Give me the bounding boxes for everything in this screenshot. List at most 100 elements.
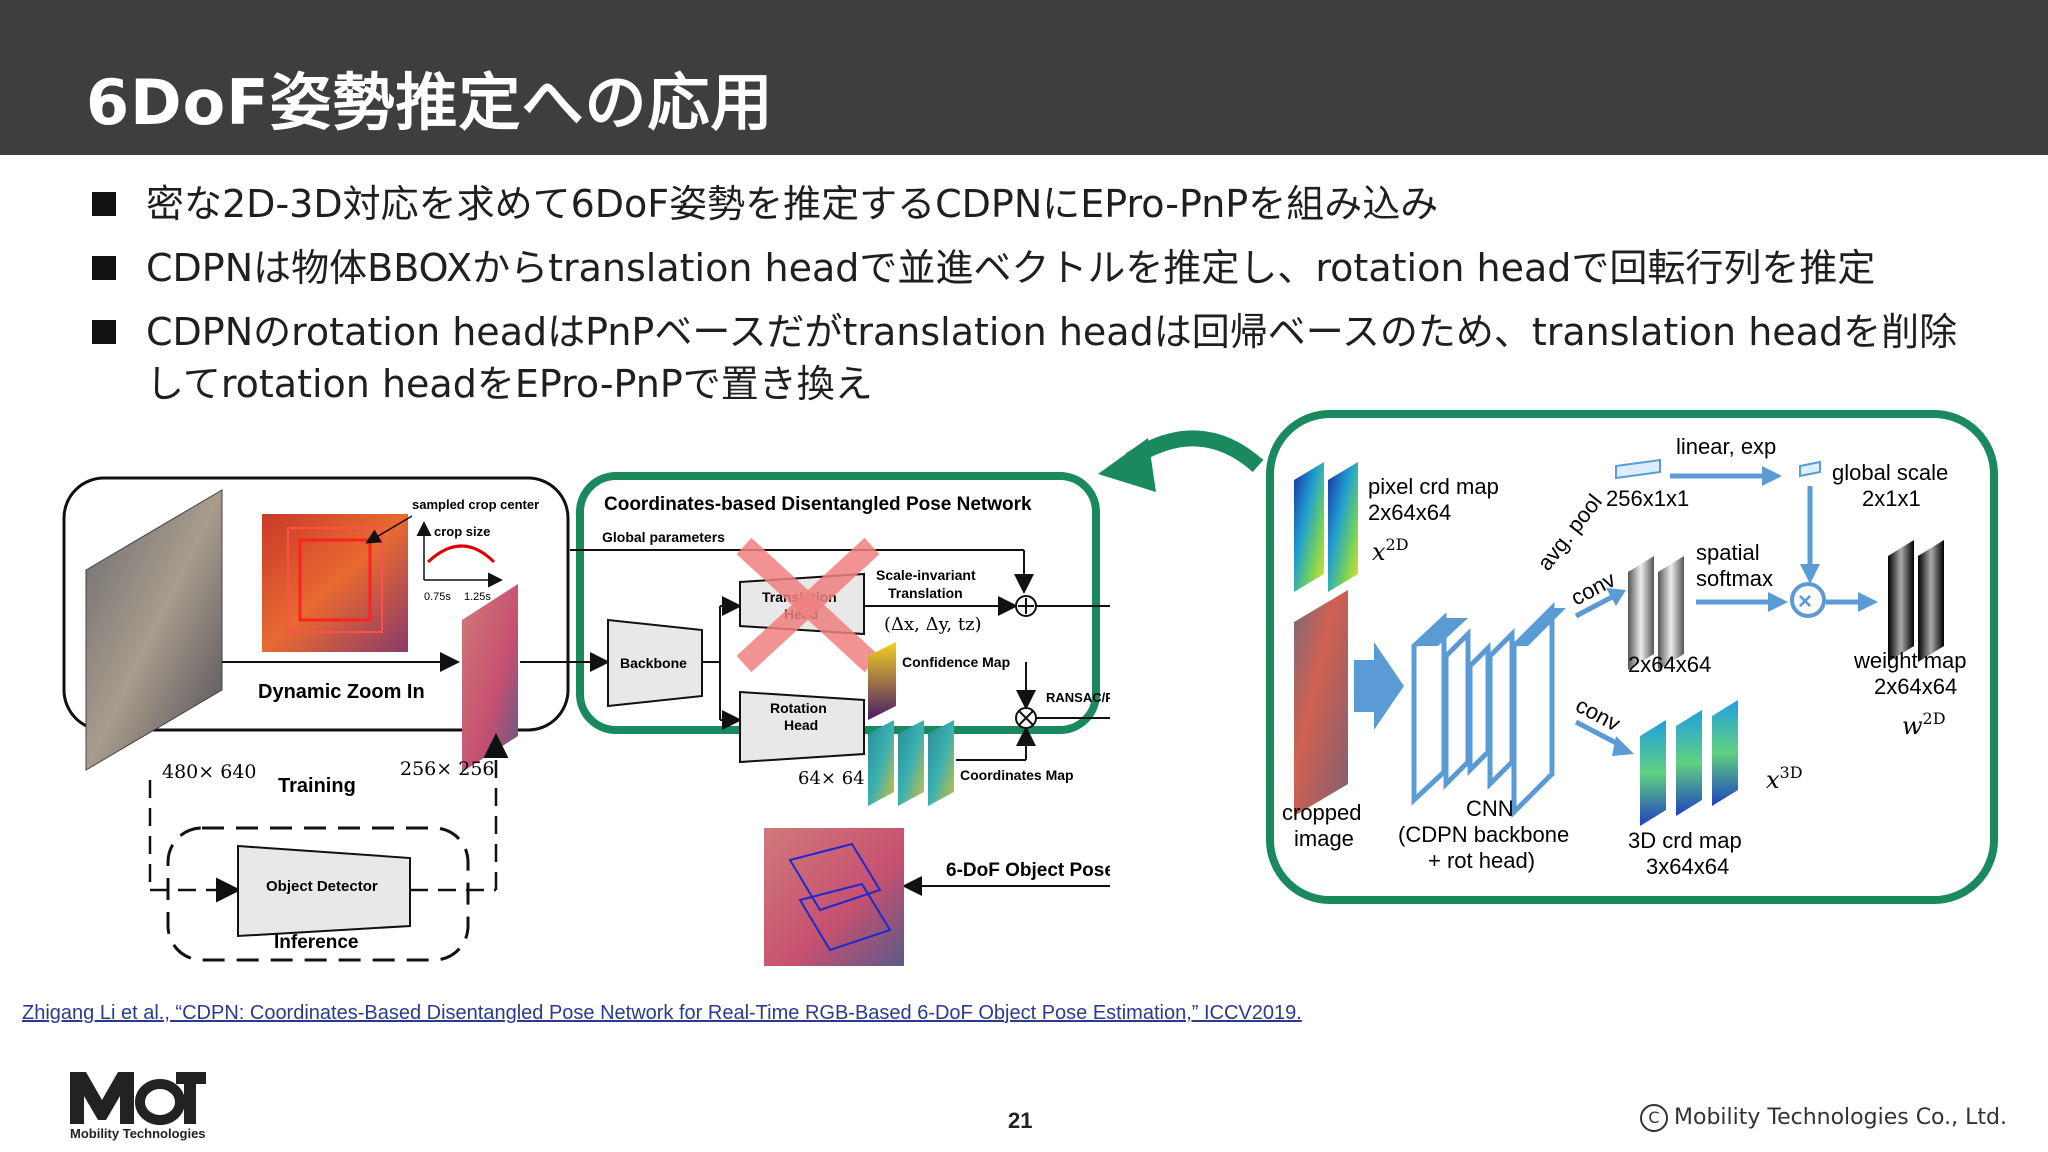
cross-icon <box>736 537 880 673</box>
pose-bbox <box>788 842 882 912</box>
arrow-icon <box>1612 736 1634 756</box>
size-label: 256× 256 <box>400 758 495 780</box>
cnn-label: (CDPN backbone <box>1398 822 1569 847</box>
rotation-head-label: Rotation <box>770 700 827 716</box>
arrow-icon <box>1768 592 1788 612</box>
zoomed-photo <box>462 584 518 772</box>
spatial-softmax-label: softmax <box>1696 566 1773 591</box>
weight-map-label: weight map <box>1853 648 1967 673</box>
bullet-text: CDPNのrotation headはPnPベースだがtranslation h… <box>146 310 1958 406</box>
rotation-head-label: Head <box>784 717 818 733</box>
title-bar <box>0 0 2048 155</box>
arrow-icon <box>1800 564 1820 584</box>
rotation-head-block <box>739 690 865 764</box>
crop-box <box>298 538 372 622</box>
coordinates-map-image <box>868 720 894 806</box>
training-label: Training <box>278 775 356 797</box>
bullet-item: 密な2D-3D対応を求めて6DoF姿勢を推定するCDPNにEPro-PnPを組み… <box>88 178 1968 230</box>
feature-map-image <box>1658 556 1684 670</box>
vector-2-block <box>1799 460 1821 478</box>
blue-arrow-icon <box>1354 642 1404 730</box>
dim-256-label: 256x1x1 <box>1606 486 1689 511</box>
inference-label: Inference <box>274 932 358 953</box>
bullet-item: CDPNのrotation headはPnPベースだがtranslation h… <box>88 306 1968 410</box>
scene-photo <box>85 489 223 771</box>
cnn-block <box>1467 641 1491 777</box>
pixel-crd-map-dim: 2x64x64 <box>1368 500 1451 525</box>
object-detector-label: Object Detector <box>266 878 378 895</box>
size-label: 480× 640 <box>162 761 257 783</box>
page-number: 21 <box>1008 1108 1033 1133</box>
bullet-text: 密な2D-3D対応を求めて6DoF姿勢を推定するCDPNにEPro-PnPを組み… <box>146 182 1439 226</box>
cnn-label: + rot head) <box>1428 848 1535 873</box>
epro-pnp-diagram: pixel crd map 2x64x64 x2D cropped image … <box>1266 410 1998 904</box>
sampled-crop-center-label: sampled crop center <box>412 497 539 512</box>
cropped-image-label: image <box>1294 826 1354 851</box>
coordinates-map-image <box>898 720 924 806</box>
bullet-item: CDPNは物体BBOXからtranslation headで並進ベクトルを推定し… <box>88 242 1968 294</box>
arrow-icon <box>1858 592 1878 612</box>
tick-label: 0.75s <box>424 591 451 603</box>
object-detector-block <box>237 844 411 938</box>
arrow-icon <box>1762 466 1782 486</box>
bullet-square-icon <box>92 256 116 280</box>
size-label: 64× 64 <box>798 768 865 789</box>
global-scale-label: global scale <box>1832 460 1948 485</box>
cropped-image-label: cropped <box>1282 800 1362 825</box>
weight-map-image <box>1888 540 1914 662</box>
weight-map-dim: 2x64x64 <box>1874 674 1957 699</box>
crop-size-label: crop size <box>434 524 490 539</box>
copyright-icon: C <box>1640 1104 1668 1132</box>
object-pose-label: 6-DoF Object Pose <box>946 860 1110 881</box>
dynamic-zoom-label: Dynamic Zoom In <box>258 681 425 703</box>
backbone-block <box>607 618 703 708</box>
weight-map-image <box>1918 540 1944 662</box>
x3d-symbol: x3D <box>1766 763 1803 794</box>
crop-box <box>287 527 383 633</box>
cnn-label: CNN <box>1466 796 1514 821</box>
global-scale-dim: 2x1x1 <box>1862 486 1921 511</box>
pixel-crd-map-label: pixel crd map <box>1368 474 1499 499</box>
scale-invariant-label: Scale-invariant <box>876 567 976 583</box>
crd3d-map-image <box>1676 710 1702 816</box>
cnn-block <box>1443 627 1471 791</box>
x2d-symbol: x2D <box>1372 535 1409 566</box>
multiply-icon <box>1790 582 1826 618</box>
dim-2x64-label: 2x64x64 <box>1628 652 1711 677</box>
cropped-image <box>1294 590 1348 816</box>
pose-bbox <box>798 882 892 952</box>
bullet-list: 密な2D-3D対応を求めて6DoF姿勢を推定するCDPNにEPro-PnPを組み… <box>88 178 1968 422</box>
logo-subtext: Mobility Technologies <box>70 1126 206 1141</box>
tick-label: 1.25s <box>464 591 491 603</box>
delta-formula: (Δx, Δy, tz) <box>884 614 982 635</box>
crop-photo <box>262 514 408 652</box>
bullet-square-icon <box>92 192 116 216</box>
crd3d-map-image <box>1712 700 1738 806</box>
inference-box <box>166 826 470 962</box>
bullet-square-icon <box>92 320 116 344</box>
slide-title: 6DoF姿勢推定への応用 <box>86 66 774 139</box>
multiply-symbol: × <box>1798 588 1812 615</box>
global-parameters-label: Global parameters <box>602 529 725 545</box>
linear-exp-label: linear, exp <box>1676 434 1776 459</box>
crd3d-label: 3D crd map <box>1628 828 1742 853</box>
crd3d-dim: 3x64x64 <box>1646 854 1729 879</box>
pixel-crd-map-image <box>1294 462 1324 592</box>
backbone-label: Backbone <box>620 655 687 671</box>
bullet-text: CDPNは物体BBOXからtranslation headで並進ベクトルを推定し… <box>146 246 1876 290</box>
cdpn-diagram: sampled crop center crop size 0.75s 1.25… <box>62 472 1110 966</box>
cnn-block <box>1487 627 1515 791</box>
citation-link[interactable]: Zhigang Li et al., “CDPN: Coordinates-Ba… <box>22 1002 1302 1024</box>
mot-logo <box>70 1072 206 1125</box>
confidence-map-label: Confidence Map <box>902 654 1010 670</box>
w2d-symbol: w2D <box>1902 709 1946 740</box>
spatial-softmax-label: spatial <box>1696 540 1760 565</box>
scale-invariant-label: Translation <box>888 585 963 601</box>
arrow-icon <box>1606 588 1626 606</box>
vector-256-block <box>1615 458 1661 480</box>
copyright-text: Mobility Technologies Co., Ltd. <box>1674 1105 2007 1130</box>
confidence-map-image <box>868 642 896 720</box>
green-curved-arrow <box>1098 430 1264 492</box>
ransac-label: RANSAC/PnP <box>1046 690 1110 705</box>
